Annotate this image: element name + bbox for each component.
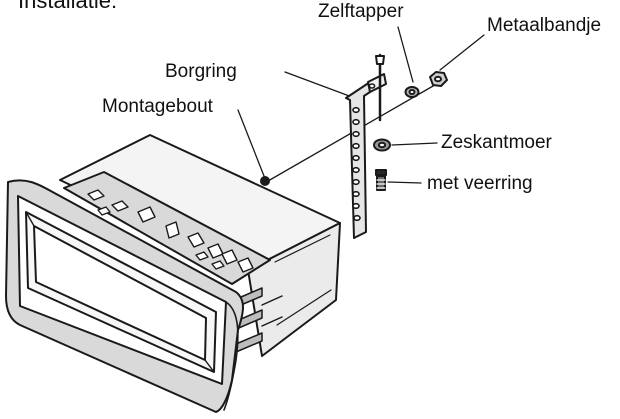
label-borgring: Borgring [165,61,237,82]
leader-lines [237,26,485,184]
label-zeskantmoer: Zeskantmoer [441,132,552,153]
sleeve-tabs [87,189,254,273]
mounting-bolt [260,176,270,186]
spring-washer-bolt [375,169,387,191]
self-tapping-screw [375,53,385,122]
metal-strap-nut [429,71,448,87]
lock-washer [404,86,420,98]
hex-nut [373,138,391,152]
heading-fragment: Installatie: [18,0,118,13]
label-metaalbandje: Metaalbandje [487,15,602,36]
label-montagebout: Montagebout [102,96,213,117]
label-zelftapper: Zelftapper [318,1,404,22]
metal-strap [345,73,387,239]
label-veerring: met veerring [427,173,533,194]
